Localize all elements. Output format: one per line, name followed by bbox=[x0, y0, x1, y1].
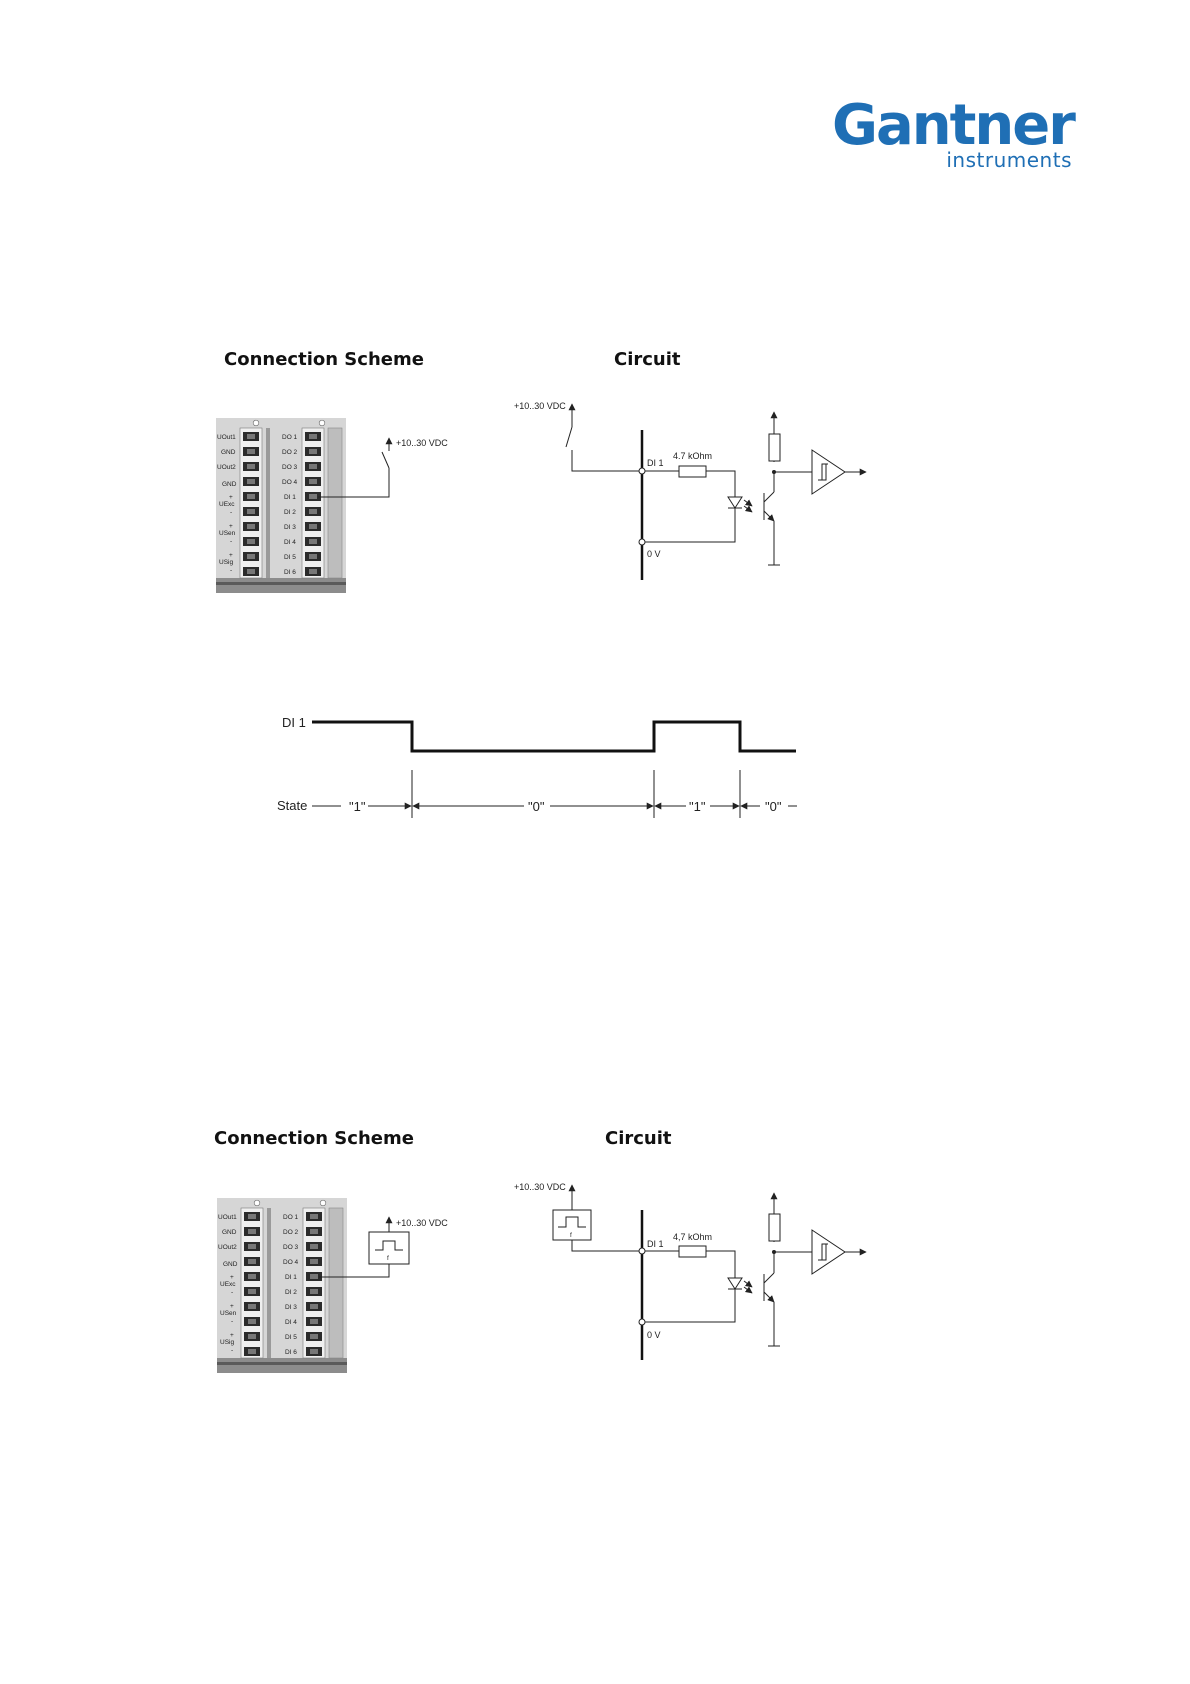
term-label: UOut2 bbox=[217, 464, 236, 471]
logo-subtitle: instruments bbox=[946, 148, 1072, 172]
frequency-generator-icon bbox=[552, 1209, 592, 1241]
schmitt-trigger bbox=[811, 1229, 846, 1275]
term-label: - bbox=[231, 1347, 233, 1354]
term-label: GND bbox=[222, 481, 237, 488]
term-label: UExc bbox=[220, 1281, 236, 1288]
term-label: - bbox=[231, 1318, 233, 1325]
term-label: - bbox=[230, 538, 232, 545]
circuit2-input-label: DI 1 bbox=[647, 1239, 664, 1249]
timing-diagram: DI 1 State "1" "0" "1" "0" bbox=[277, 715, 797, 818]
circuit1: +10..30 VDC DI 1 0 V 4.7 kOhm bbox=[514, 401, 867, 580]
term-label: DO 4 bbox=[282, 479, 298, 486]
term-label: DI 2 bbox=[284, 509, 296, 516]
frequency-generator-icon bbox=[368, 1231, 410, 1265]
terminal-block-2: UOut1 GND UOut2 GND + UExc - + USen - + … bbox=[216, 1197, 348, 1374]
circuit2-supply-label: +10..30 VDC bbox=[514, 1182, 566, 1192]
term-label: DI 3 bbox=[285, 1304, 297, 1311]
term-label: UOut2 bbox=[218, 1244, 237, 1251]
gantner-logo: Gantner instruments bbox=[832, 93, 1076, 176]
switch-contact bbox=[565, 426, 573, 448]
resistor bbox=[678, 465, 707, 478]
schmitt-trigger bbox=[811, 449, 846, 495]
term-label: DI 3 bbox=[284, 524, 296, 531]
timing-state: "1" bbox=[349, 799, 366, 814]
timing-waveform bbox=[312, 720, 796, 753]
term-label: DO 1 bbox=[283, 1214, 299, 1221]
term-label: DO 1 bbox=[282, 434, 298, 441]
term-label: + bbox=[229, 523, 233, 530]
term-label: USen bbox=[220, 1310, 237, 1317]
term-label: DI 5 bbox=[285, 1334, 297, 1341]
term-label: UOut1 bbox=[218, 1214, 237, 1221]
terminal-block-1: UOut1 GND UOut2 GND + UExc - + USen - + … bbox=[215, 417, 347, 594]
term-label: DI 5 bbox=[284, 554, 296, 561]
resistor bbox=[678, 1245, 707, 1258]
section1-connection-title: Connection Scheme bbox=[224, 349, 424, 370]
term-label: DO 2 bbox=[283, 1229, 299, 1236]
connection2-wiring: f bbox=[319, 1216, 410, 1278]
term-label: DO 3 bbox=[282, 464, 298, 471]
section1-circuit-title: Circuit bbox=[614, 349, 681, 370]
timing-state: "0" bbox=[765, 799, 782, 814]
circuit1-supply-label: +10..30 VDC bbox=[514, 401, 566, 411]
generator-label: f bbox=[387, 1255, 389, 1262]
term-label: UOut1 bbox=[217, 434, 236, 441]
term-label: DO 2 bbox=[282, 449, 298, 456]
term-label: DI 2 bbox=[285, 1289, 297, 1296]
generator-label: f bbox=[570, 1232, 572, 1239]
timing-state-label: State bbox=[277, 798, 307, 813]
circuit1-resistor-label: 4.7 kOhm bbox=[673, 451, 712, 461]
term-label: DO 3 bbox=[283, 1244, 299, 1251]
connection2-supply-label: +10..30 VDC bbox=[396, 1218, 448, 1228]
circuit1-ground-label: 0 V bbox=[647, 549, 661, 559]
term-label: + bbox=[230, 1274, 234, 1281]
term-label: DI 1 bbox=[285, 1274, 297, 1281]
section2-connection-title: Connection Scheme bbox=[214, 1128, 414, 1149]
logo-wordmark: Gantner bbox=[832, 93, 1076, 158]
term-label: USig bbox=[219, 559, 233, 566]
term-label: GND bbox=[222, 1229, 237, 1236]
term-label: + bbox=[230, 1332, 234, 1339]
term-label: - bbox=[230, 509, 232, 516]
term-label: DO 4 bbox=[283, 1259, 299, 1266]
term-label: USen bbox=[219, 530, 236, 537]
circuit2: +10..30 VDC f DI 1 0 V 4,7 kOhm bbox=[514, 1182, 867, 1360]
circuit2-resistor-label: 4,7 kOhm bbox=[673, 1232, 712, 1242]
term-label: GND bbox=[221, 449, 236, 456]
connection1-supply-label: +10..30 VDC bbox=[396, 438, 448, 448]
timing-state: "1" bbox=[689, 799, 706, 814]
optocoupler-led bbox=[727, 496, 743, 509]
term-label: - bbox=[231, 1289, 233, 1296]
term-label: + bbox=[229, 494, 233, 501]
circuit2-ground-label: 0 V bbox=[647, 1330, 661, 1340]
term-label: DI 4 bbox=[284, 539, 296, 546]
circuit1-input-label: DI 1 bbox=[647, 458, 664, 468]
connection1-wiring bbox=[318, 437, 393, 498]
term-label: DI 6 bbox=[284, 569, 296, 576]
section2-circuit-title: Circuit bbox=[605, 1128, 672, 1149]
term-label: USig bbox=[220, 1339, 234, 1346]
term-label: DI 6 bbox=[285, 1349, 297, 1356]
term-label: DI 1 bbox=[284, 494, 296, 501]
term-label: + bbox=[229, 552, 233, 559]
timing-signal-label: DI 1 bbox=[282, 715, 306, 730]
term-label: DI 4 bbox=[285, 1319, 297, 1326]
optocoupler-led bbox=[727, 1277, 743, 1290]
term-label: + bbox=[230, 1303, 234, 1310]
term-label: UExc bbox=[219, 501, 235, 508]
term-label: - bbox=[230, 567, 232, 574]
term-label: GND bbox=[223, 1261, 238, 1268]
timing-state: "0" bbox=[528, 799, 545, 814]
